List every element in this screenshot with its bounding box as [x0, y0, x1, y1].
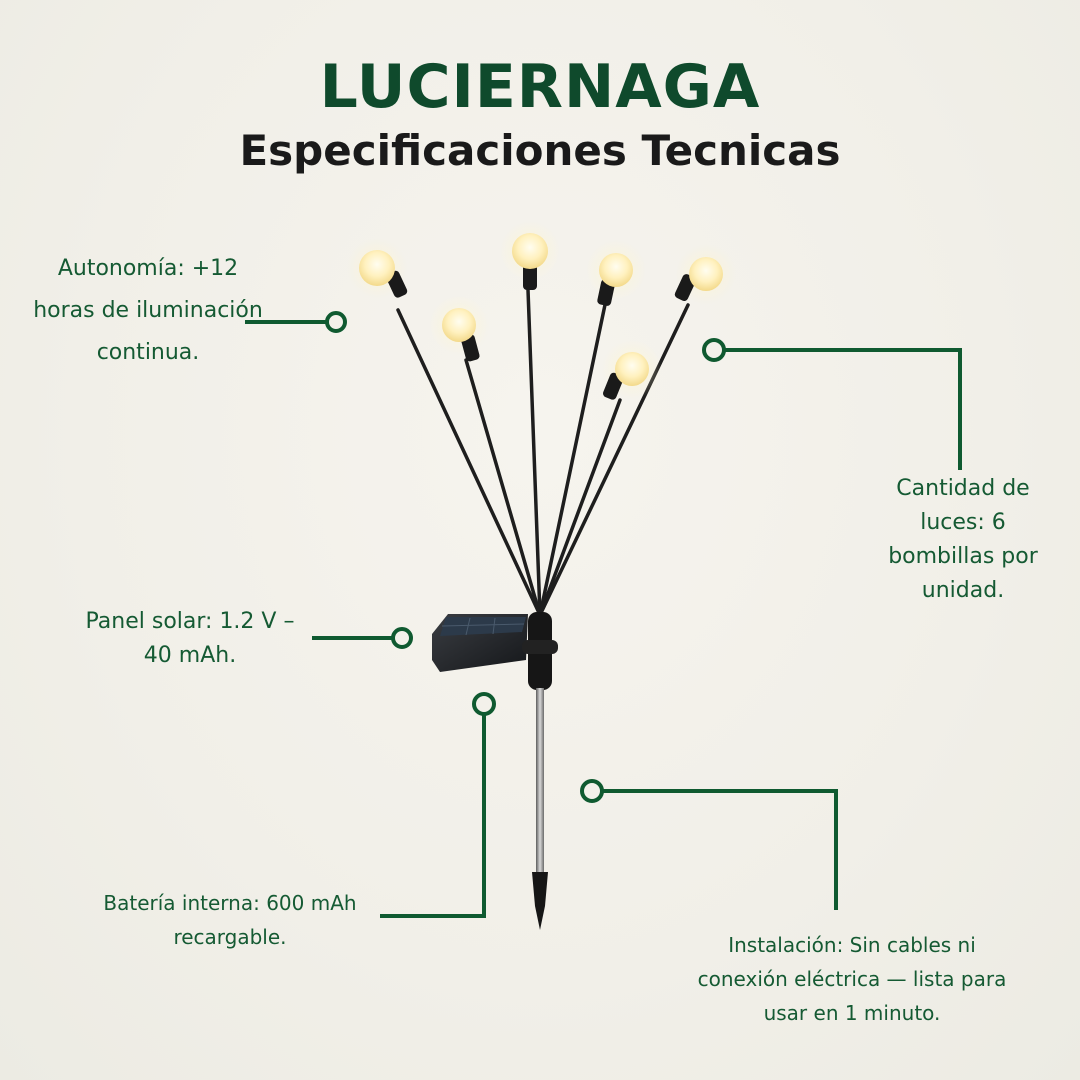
stem-1	[396, 308, 542, 617]
callout-lines	[245, 311, 962, 918]
stem-6	[538, 398, 622, 617]
bulb-4	[586, 240, 646, 306]
stems	[396, 288, 690, 617]
page-subtitle: Especificaciones Tecnicas	[239, 126, 841, 175]
stake-spike	[532, 872, 548, 930]
spec-instalacion-text: Instalación: Sin cables ni conexión eléc…	[697, 933, 1007, 1025]
bulb-1	[347, 238, 408, 298]
callout-bateria-dot	[472, 692, 496, 716]
callout-autonomia-dot	[325, 311, 347, 333]
page-title: LUCIERNAGA	[319, 52, 761, 122]
bulbs	[347, 221, 736, 400]
spec-autonomia-text: Autonomía: +12 horas de iluminación cont…	[33, 256, 263, 365]
callout-luces-line	[724, 348, 962, 470]
stake-hub	[522, 612, 558, 690]
callout-luces-dot	[702, 338, 726, 362]
bulb-2	[429, 295, 489, 362]
spec-luces-text: Cantidad de luces: 6 bombillas por unida…	[888, 476, 1038, 603]
bulb-3	[500, 221, 560, 290]
spec-panel-text: Panel solar: 1.2 V – 40 mAh.	[85, 609, 295, 668]
solar-panel	[432, 614, 528, 672]
stem-4	[538, 298, 608, 617]
spec-bateria-text: Batería interna: 600 mAh recargable.	[103, 891, 357, 949]
callout-bateria-line	[380, 714, 486, 918]
bulb-6	[602, 339, 662, 400]
callout-instalacion-line	[602, 789, 838, 910]
stem-5	[538, 303, 690, 617]
callout-panel-dot	[391, 627, 413, 649]
stem-2	[464, 358, 542, 617]
callout-instalacion-dot	[580, 779, 604, 803]
stem-3	[526, 288, 542, 617]
stake-pole	[536, 688, 544, 878]
bulb-5	[674, 244, 736, 304]
